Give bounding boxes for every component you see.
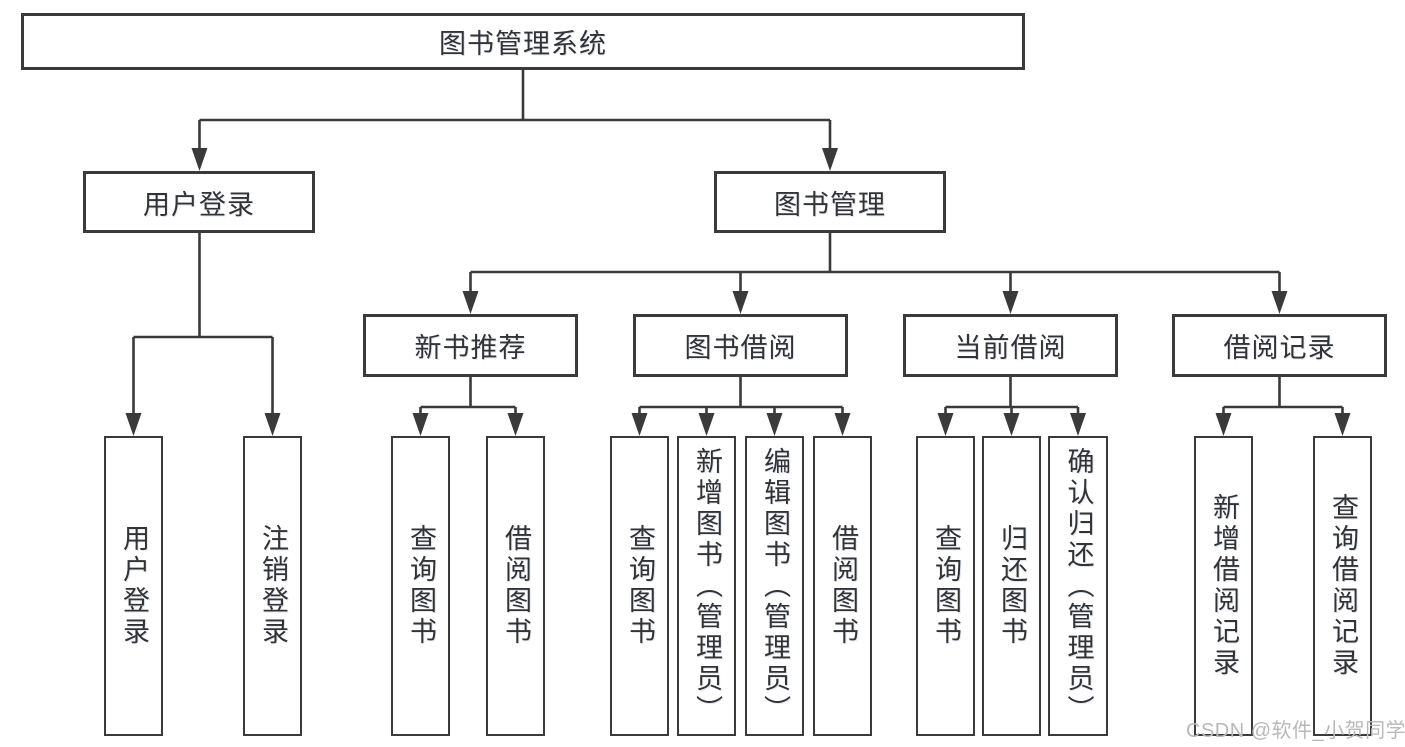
node-book-borrow: 图书借阅 xyxy=(633,314,848,377)
leaf-newbook-borrow-books: 借阅图书 xyxy=(486,436,545,736)
leaf-borrow-borrow-books: 借阅图书 xyxy=(813,436,872,736)
watermark: CSDN @软件_小贺同学 xyxy=(1186,720,1405,742)
node-current-borrow: 当前借阅 xyxy=(903,314,1118,377)
leaf-newbook-query-books: 查询图书 xyxy=(391,436,450,736)
leaf-borrow-edit-books-admin: 编辑图书（管理员） xyxy=(745,436,804,736)
node-root: 图书管理系统 xyxy=(21,13,1025,70)
leaf-borrow-add-books-admin: 新增图书（管理员） xyxy=(677,436,736,736)
leaf-current-return-books: 归还图书 xyxy=(982,436,1041,736)
leaf-record-query-borrow-record: 查询借阅记录 xyxy=(1313,436,1372,736)
node-user-login: 用户登录 xyxy=(83,171,315,233)
leaf-current-confirm-return-admin: 确认归还（管理员） xyxy=(1048,436,1108,736)
node-book-management: 图书管理 xyxy=(714,171,946,233)
leaf-borrow-query-books: 查询图书 xyxy=(610,436,669,736)
node-new-book-recommend: 新书推荐 xyxy=(363,314,578,377)
node-borrow-record: 借阅记录 xyxy=(1172,314,1387,377)
leaf-record-add-borrow-record: 新增借阅记录 xyxy=(1194,436,1253,736)
leaf-current-query-books: 查询图书 xyxy=(916,436,975,736)
leaf-logout: 注销登录 xyxy=(243,436,302,736)
leaf-user-login: 用户登录 xyxy=(104,436,163,736)
